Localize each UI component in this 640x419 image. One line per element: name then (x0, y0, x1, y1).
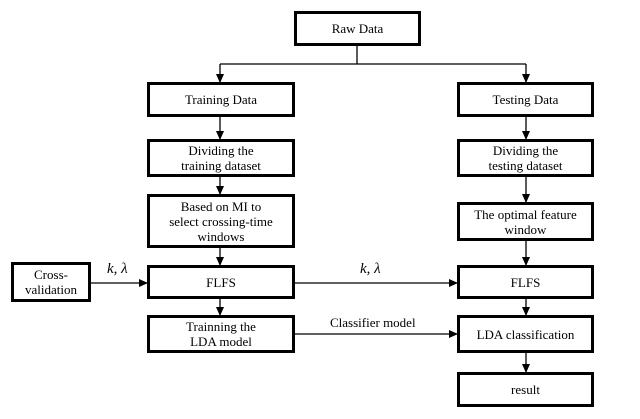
node-result: result (457, 372, 594, 407)
node-testing-data: Testing Data (457, 82, 594, 117)
node-lda-classification: LDA classification (457, 315, 594, 353)
node-raw-data: Raw Data (294, 11, 421, 46)
node-flfs-left: FLFS (147, 265, 295, 299)
node-train-lda: Trainning the LDA model (147, 315, 295, 353)
edge-label-params-left: k, λ (107, 261, 128, 277)
edge-label-classifier-model: Classifier model (330, 315, 416, 330)
node-divide-training: Dividing the training dataset (147, 139, 295, 177)
node-flfs-right: FLFS (457, 265, 594, 299)
node-training-data: Training Data (147, 82, 295, 117)
node-cross-validation: Cross- validation (11, 262, 91, 302)
edge-label-params-middle: k, λ (360, 261, 381, 277)
node-divide-testing: Dividing the testing dataset (457, 139, 594, 177)
node-optimal-window: The optimal feature window (457, 202, 594, 241)
node-mi-select: Based on MI to select crossing-time wind… (147, 194, 295, 248)
